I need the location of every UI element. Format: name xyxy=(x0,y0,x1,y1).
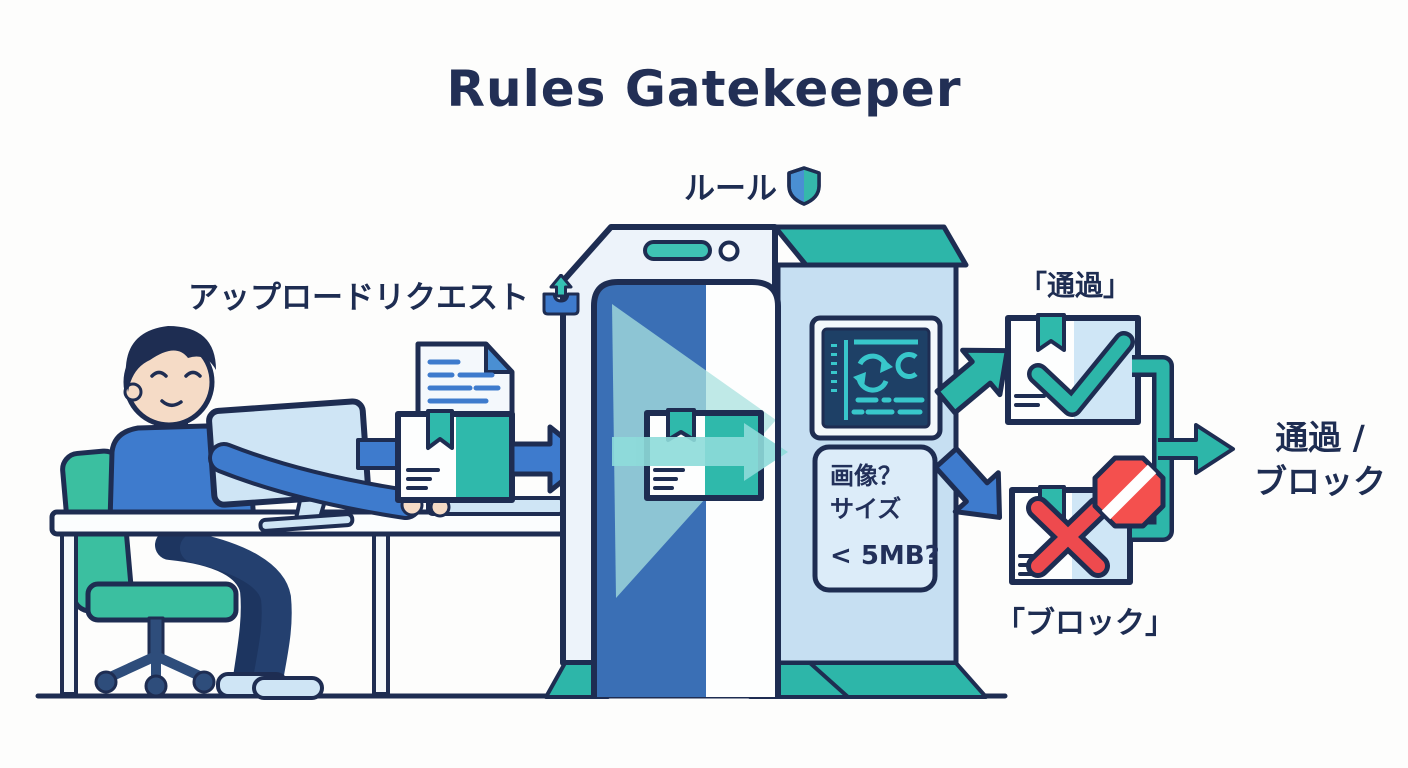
hair xyxy=(125,326,216,392)
result-label: 通過 / ブロック xyxy=(1236,416,1404,504)
result-arrow xyxy=(1158,423,1235,475)
gate-light xyxy=(718,240,740,262)
result-line-1: 通過 / xyxy=(1275,418,1365,457)
rule-line-1: 画像？ xyxy=(830,462,902,490)
stop-sign-icon xyxy=(1092,455,1166,529)
gate-slot xyxy=(643,240,712,261)
passed-package xyxy=(1005,313,1141,425)
result-merge xyxy=(1092,355,1235,542)
person xyxy=(107,326,324,700)
rule-label-text: ルール xyxy=(684,171,777,207)
request-package xyxy=(395,409,515,503)
scan-arrow xyxy=(612,423,788,481)
upload-request-label: アップロードリクエスト xyxy=(188,272,581,317)
page-title: Rules Gatekeeper xyxy=(446,60,962,118)
gate-foot-right xyxy=(748,661,988,699)
rule-line-3: < 5MB? xyxy=(830,541,940,571)
shield-icon xyxy=(787,165,821,206)
result-line-2: ブロック xyxy=(1254,462,1386,501)
gatekeeper-gate xyxy=(544,224,988,699)
gate-rule-label: ルール xyxy=(684,163,821,208)
upload-tray-icon xyxy=(541,273,581,316)
pass-arrow xyxy=(934,347,1010,416)
person-at-desk xyxy=(49,326,691,700)
scanner-screen xyxy=(809,315,943,441)
rules-panel xyxy=(812,444,938,593)
rules-panel-text: 画像？ サイズ < 5MB? xyxy=(818,452,940,586)
block-arrow xyxy=(933,446,1003,520)
upload-label-text: アップロードリクエスト xyxy=(188,280,529,316)
rule-line-2: サイズ xyxy=(830,495,902,523)
shoe xyxy=(252,676,324,700)
request-document xyxy=(415,341,515,431)
block-outcome-label: 「ブロック」 xyxy=(995,606,1175,641)
upload-request-flow xyxy=(356,341,593,503)
pass-branch xyxy=(934,313,1141,425)
gate-roof xyxy=(772,224,969,268)
pass-outcome-label: 「通過」 xyxy=(1018,269,1131,302)
